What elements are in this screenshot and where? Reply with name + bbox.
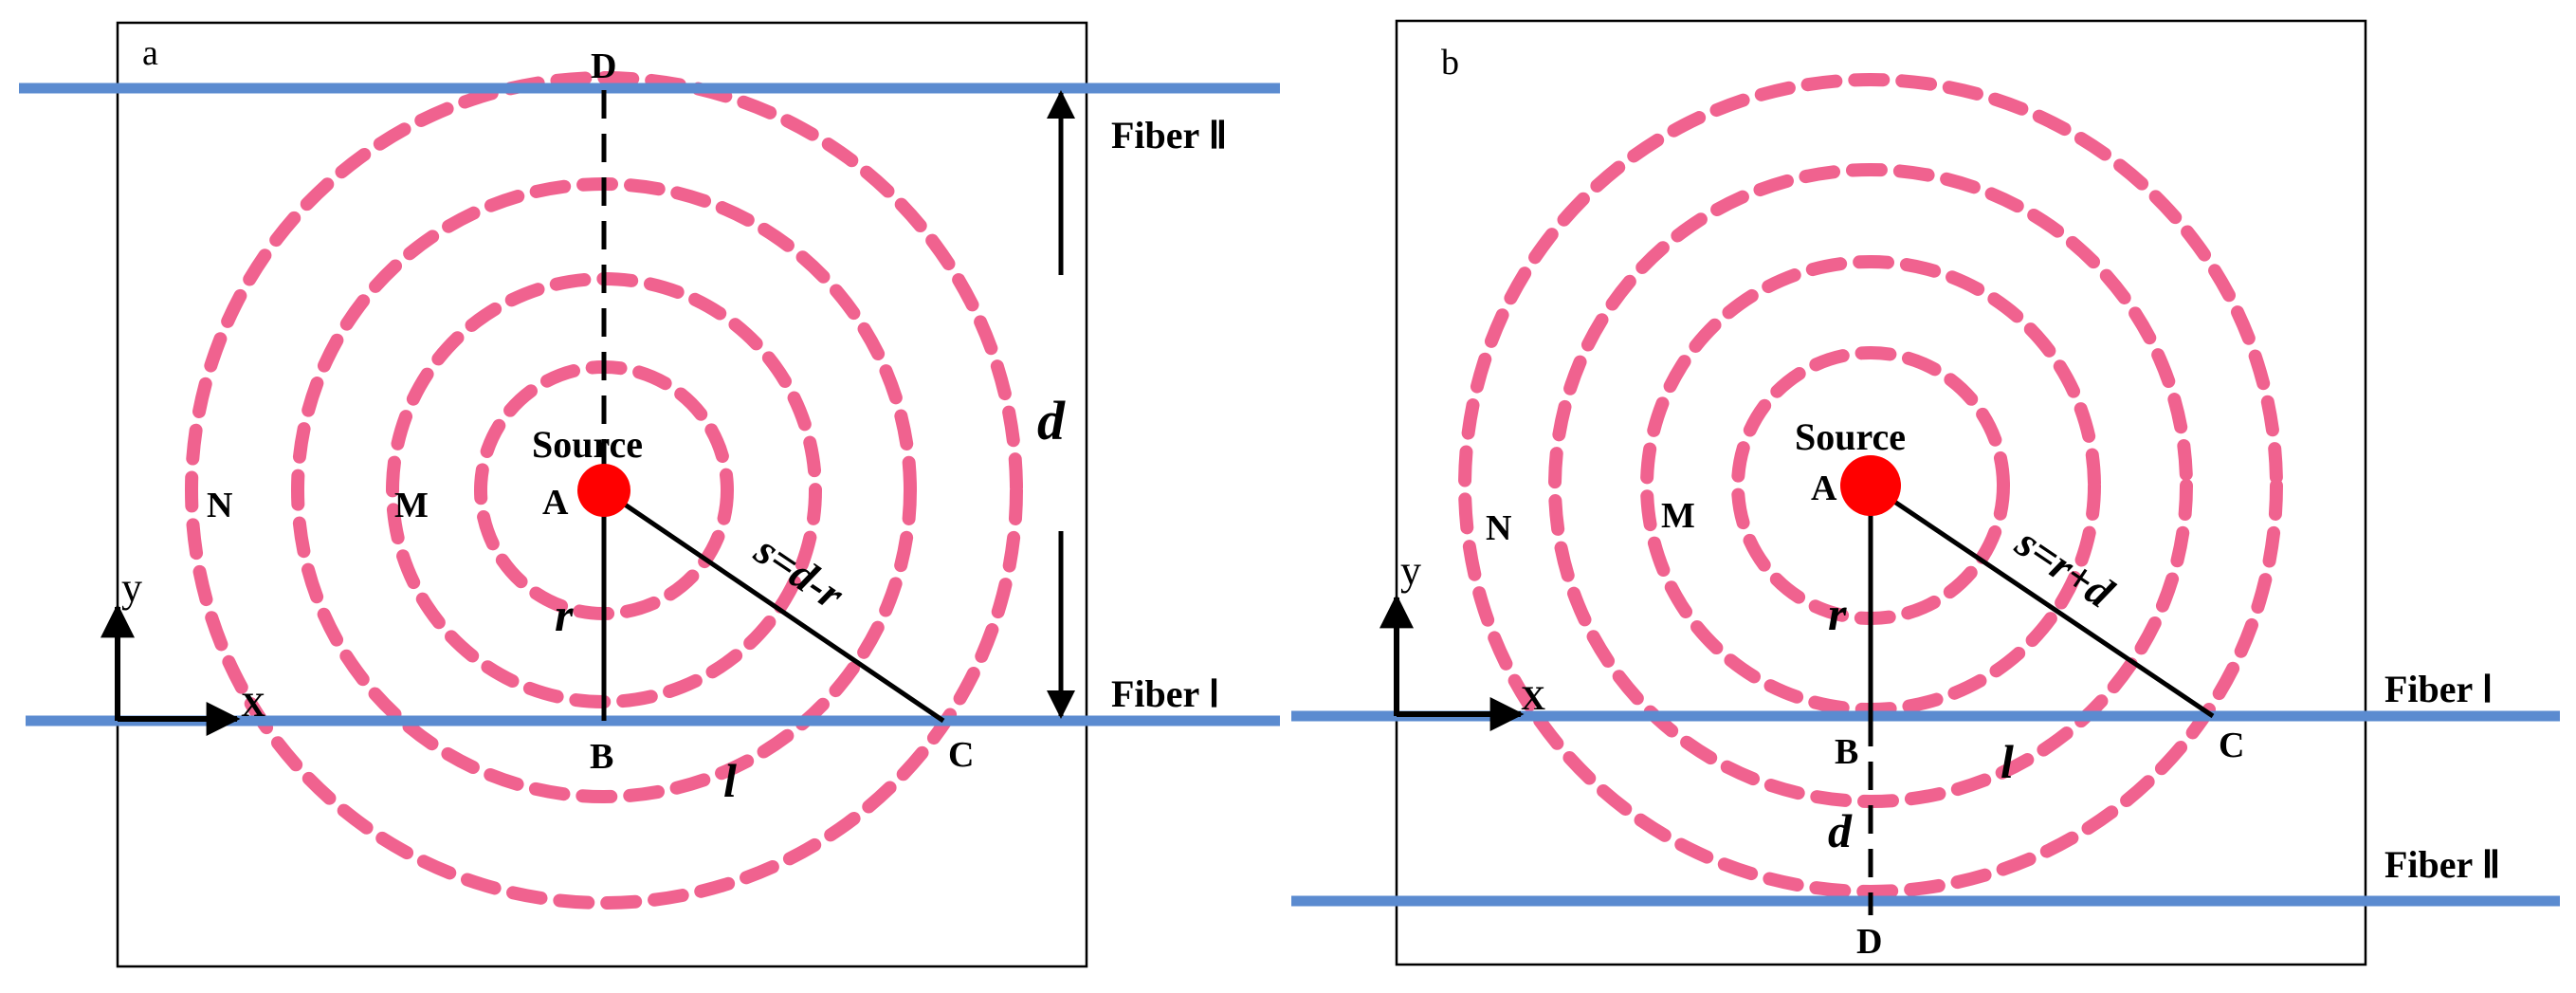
- panel-b-label: b: [1441, 43, 1459, 83]
- panel-b-source-label: Source: [1795, 415, 1906, 458]
- panel-b-var-l: l: [2001, 735, 2014, 788]
- panel-b: b Source A B C D M N y X r l: [1291, 19, 2560, 966]
- wave-ring-4: [1458, 73, 2283, 898]
- panel-a-label: a: [142, 33, 158, 73]
- panel-a-line-ac: [602, 487, 945, 724]
- panel-a-frame: [116, 21, 1088, 968]
- panel-b-point-b: B: [1835, 732, 1858, 772]
- panel-a: a Source A B C D M N y X: [19, 21, 1280, 968]
- panel-a-axis-x-label: X: [241, 686, 265, 724]
- panel-b-frame: [1395, 19, 2367, 966]
- panel-a-source-label: Source: [532, 423, 643, 466]
- panel-a-source-dot: [577, 464, 630, 517]
- panel-b-point-d: D: [1856, 922, 1882, 962]
- panel-b-ring-n: N: [1486, 508, 1511, 548]
- panel-a-s-formula: s=d-r: [746, 524, 853, 619]
- panel-b-source-dot: [1840, 455, 1901, 516]
- panel-a-var-l: l: [723, 754, 737, 807]
- panel-a-axis-y-label: y: [121, 564, 142, 611]
- panel-b-point-c: C: [2219, 726, 2244, 765]
- panel-b-fiber-bottom-label: Fiber Ⅱ: [2384, 843, 2500, 886]
- panel-a-ring-n: N: [207, 486, 232, 525]
- panel-b-ring-m: M: [1661, 496, 1695, 536]
- panel-a-point-c: C: [948, 735, 974, 775]
- wave-ring-3: [1548, 163, 2193, 808]
- panel-a-fiber-bottom-label: Fiber Ⅰ: [1111, 672, 1219, 715]
- panel-a-var-d: d: [1037, 390, 1066, 451]
- panel-b-fiber-top-label: Fiber Ⅰ: [2384, 668, 2493, 710]
- panel-b-axis-y-label: y: [1400, 547, 1421, 594]
- panel-a-point-b: B: [590, 737, 613, 777]
- panel-a-point-a: A: [542, 483, 569, 523]
- panel-b-var-r: r: [1828, 587, 1847, 640]
- panel-b-var-d: d: [1828, 804, 1853, 857]
- panel-b-point-a: A: [1811, 469, 1837, 508]
- panel-a-point-d: D: [591, 46, 616, 86]
- panel-b-axis-x-label: X: [1521, 679, 1545, 717]
- wave-ring-4: [185, 71, 1023, 910]
- panel-a-ring-m: M: [394, 486, 429, 525]
- panel-b-line-ac: [1869, 483, 2215, 719]
- panel-a-fiber-top-label: Fiber Ⅱ: [1111, 114, 1227, 156]
- panel-a-var-r: r: [555, 588, 574, 641]
